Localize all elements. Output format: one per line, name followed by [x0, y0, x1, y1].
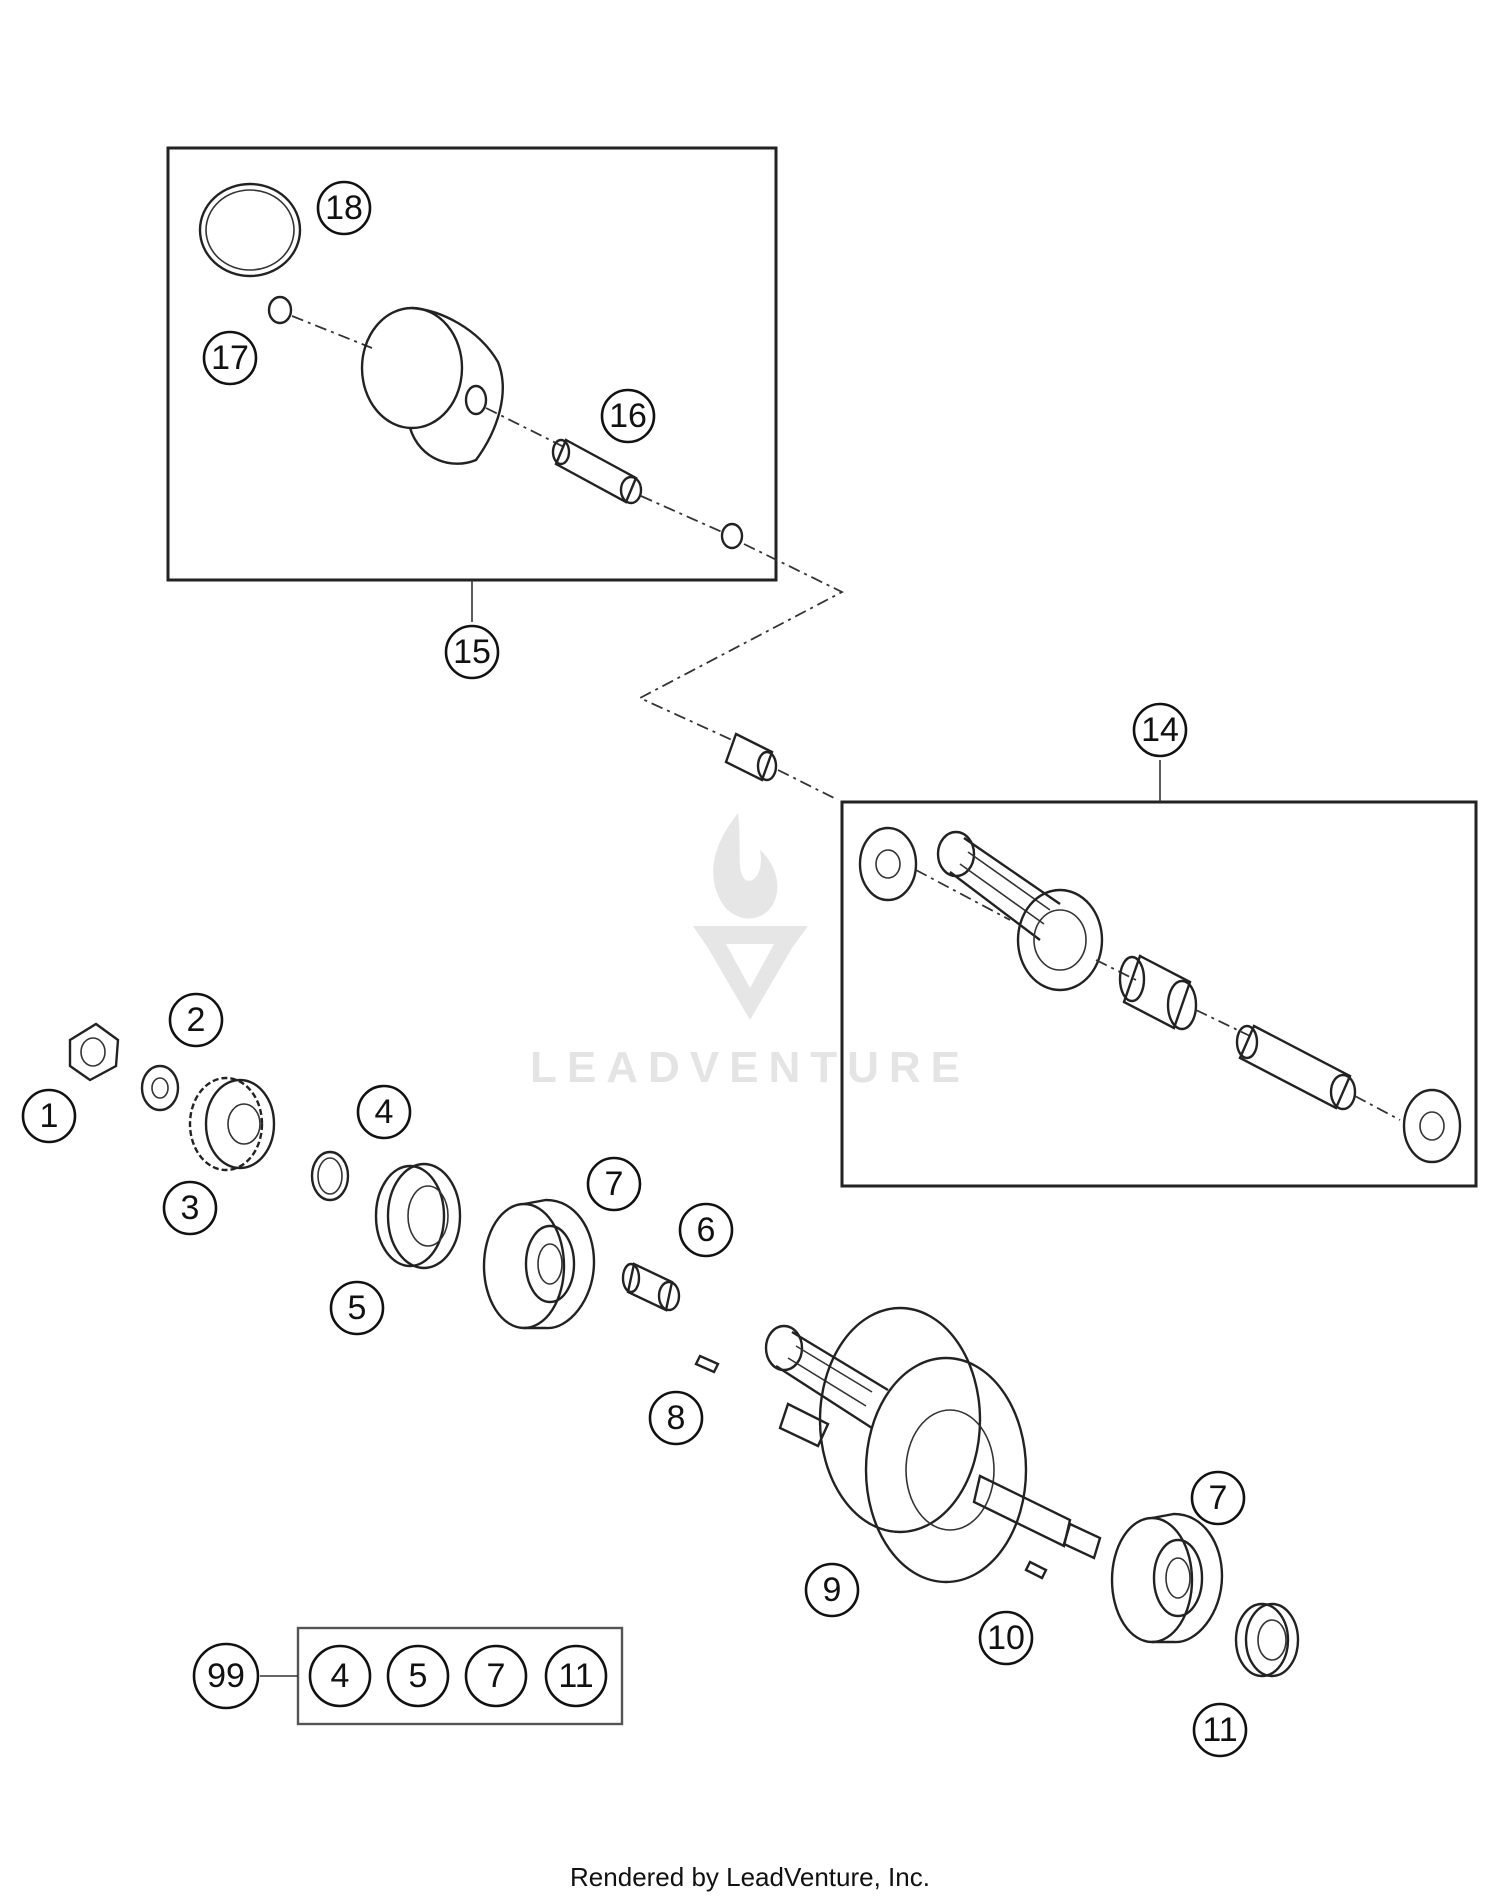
kit-item-4[interactable]: 4	[308, 1644, 372, 1708]
kit-item-5[interactable]: 5	[386, 1644, 450, 1708]
callout-14[interactable]: 14	[1132, 702, 1188, 758]
needle-bearing-small-end	[724, 732, 778, 782]
circlip-left	[267, 295, 293, 325]
callout-1[interactable]: 1	[21, 1088, 77, 1144]
callout-label: 3	[181, 1189, 200, 1227]
retaining-ring	[310, 1150, 350, 1202]
conrod-kit-box	[840, 800, 1478, 1188]
piston-kit-group	[166, 146, 778, 582]
callout-label: 8	[667, 1399, 686, 1437]
callout-label: 4	[375, 1093, 394, 1131]
piston	[360, 306, 504, 465]
woodruff-key-upper	[694, 1354, 720, 1374]
callout-7-upper[interactable]: 7	[586, 1156, 642, 1212]
callout-9[interactable]: 9	[804, 1562, 860, 1618]
thrust-washer-left	[858, 826, 918, 902]
callout-99[interactable]: 99	[192, 1642, 260, 1710]
ball-bearing-upper	[482, 1198, 596, 1330]
leadventure-watermark: LEADVENTURE	[530, 813, 970, 1092]
circlip-right	[720, 522, 744, 550]
callout-7-lower[interactable]: 7	[1190, 1470, 1246, 1526]
hex-nut	[68, 1022, 120, 1082]
kit-item-7[interactable]: 7	[464, 1644, 528, 1708]
callout-label: 14	[1141, 711, 1179, 749]
kit-item-label: 11	[558, 1657, 593, 1695]
callout-label: 9	[823, 1571, 842, 1609]
callout-label: 10	[987, 1619, 1025, 1657]
ball-bearing-lower	[1110, 1512, 1224, 1644]
piston-ring	[198, 182, 302, 278]
piston-pin	[551, 438, 643, 505]
callout-6[interactable]: 6	[678, 1202, 734, 1258]
callout-label: 6	[697, 1211, 716, 1249]
callout-label: 18	[325, 189, 363, 227]
primary-gear	[188, 1076, 276, 1172]
callout-label: 7	[1209, 1479, 1228, 1517]
callout-18[interactable]: 18	[316, 180, 372, 236]
kit-item-11[interactable]: 11	[544, 1644, 608, 1708]
watermark-text: LEADVENTURE	[530, 1043, 970, 1092]
callout-17[interactable]: 17	[202, 330, 258, 386]
callout-3[interactable]: 3	[162, 1180, 218, 1236]
shaft-seal-ring	[374, 1162, 462, 1270]
big-end-bearing	[1118, 954, 1198, 1031]
callout-label: 99	[207, 1657, 245, 1695]
kit-item-label: 4	[331, 1657, 350, 1695]
shaft-seal-ring-lower	[1234, 1602, 1300, 1678]
connecting-rod	[936, 830, 1104, 992]
callout-2[interactable]: 2	[168, 992, 224, 1048]
callout-label: 5	[348, 1289, 367, 1327]
callout-15[interactable]: 15	[444, 624, 500, 680]
callout-11-lower[interactable]: 11	[1192, 1702, 1248, 1758]
washer	[140, 1064, 180, 1112]
callout-4[interactable]: 4	[356, 1084, 412, 1140]
crankshaft	[764, 1306, 1102, 1584]
conrod-kit-group	[840, 760, 1478, 1188]
callout-8[interactable]: 8	[648, 1390, 704, 1446]
callout-5[interactable]: 5	[329, 1280, 385, 1336]
callout-label: 2	[187, 1001, 206, 1039]
callout-16[interactable]: 16	[600, 388, 656, 444]
callout-label: 15	[453, 633, 491, 671]
callout-label: 17	[211, 339, 249, 377]
callout-label: 7	[605, 1165, 624, 1203]
thrust-washer-right	[1402, 1088, 1462, 1164]
render-credit: Rendered by LeadVenture, Inc.	[570, 1862, 930, 1892]
callout-label: 11	[1202, 1711, 1237, 1749]
piston-kit-box	[166, 146, 778, 582]
crank-pin	[1235, 1024, 1357, 1111]
callout-label: 16	[609, 397, 647, 435]
callout-label: 1	[40, 1097, 59, 1135]
woodruff-key-lower	[1024, 1560, 1048, 1580]
kit-item-label: 7	[487, 1657, 506, 1695]
kit-item-label: 5	[409, 1657, 428, 1695]
callout-10[interactable]: 10	[978, 1610, 1034, 1666]
bushing	[621, 1262, 681, 1312]
